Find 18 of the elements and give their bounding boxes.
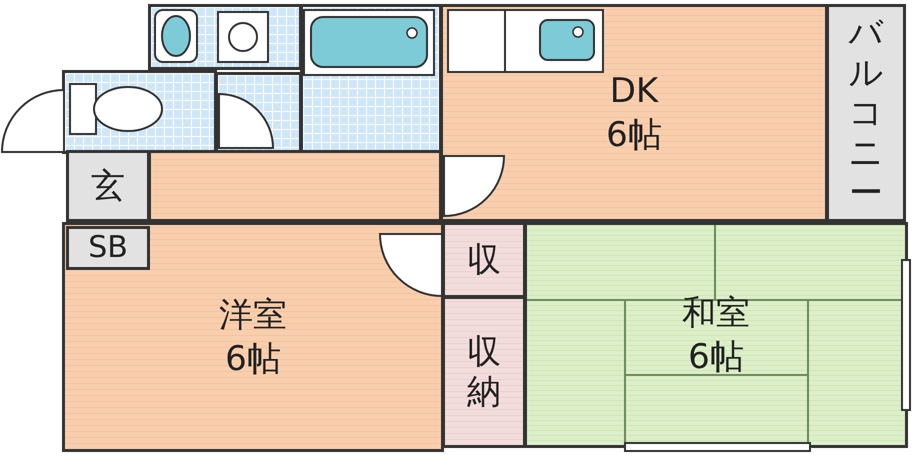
shoe-storage-floor	[66, 226, 150, 270]
room-label: 収納	[466, 332, 502, 412]
room-label: 6帖	[688, 336, 744, 379]
closet-floor	[442, 296, 526, 448]
balcony-floor	[826, 4, 906, 222]
room-label: バルコニー	[848, 13, 884, 213]
room-label: 6帖	[225, 338, 281, 381]
room-label: DK	[610, 70, 658, 113]
room-label: 収	[467, 239, 501, 282]
room-label: 和室	[682, 292, 750, 335]
room-label: SB	[88, 229, 128, 267]
room-label: 洋室	[219, 294, 287, 337]
room-label: 玄	[91, 165, 125, 208]
room-label: 6帖	[606, 114, 662, 157]
hallway-floor	[148, 150, 442, 222]
entrance-floor	[66, 150, 150, 222]
western-room-floor	[62, 222, 444, 452]
storage-floor	[442, 222, 526, 298]
